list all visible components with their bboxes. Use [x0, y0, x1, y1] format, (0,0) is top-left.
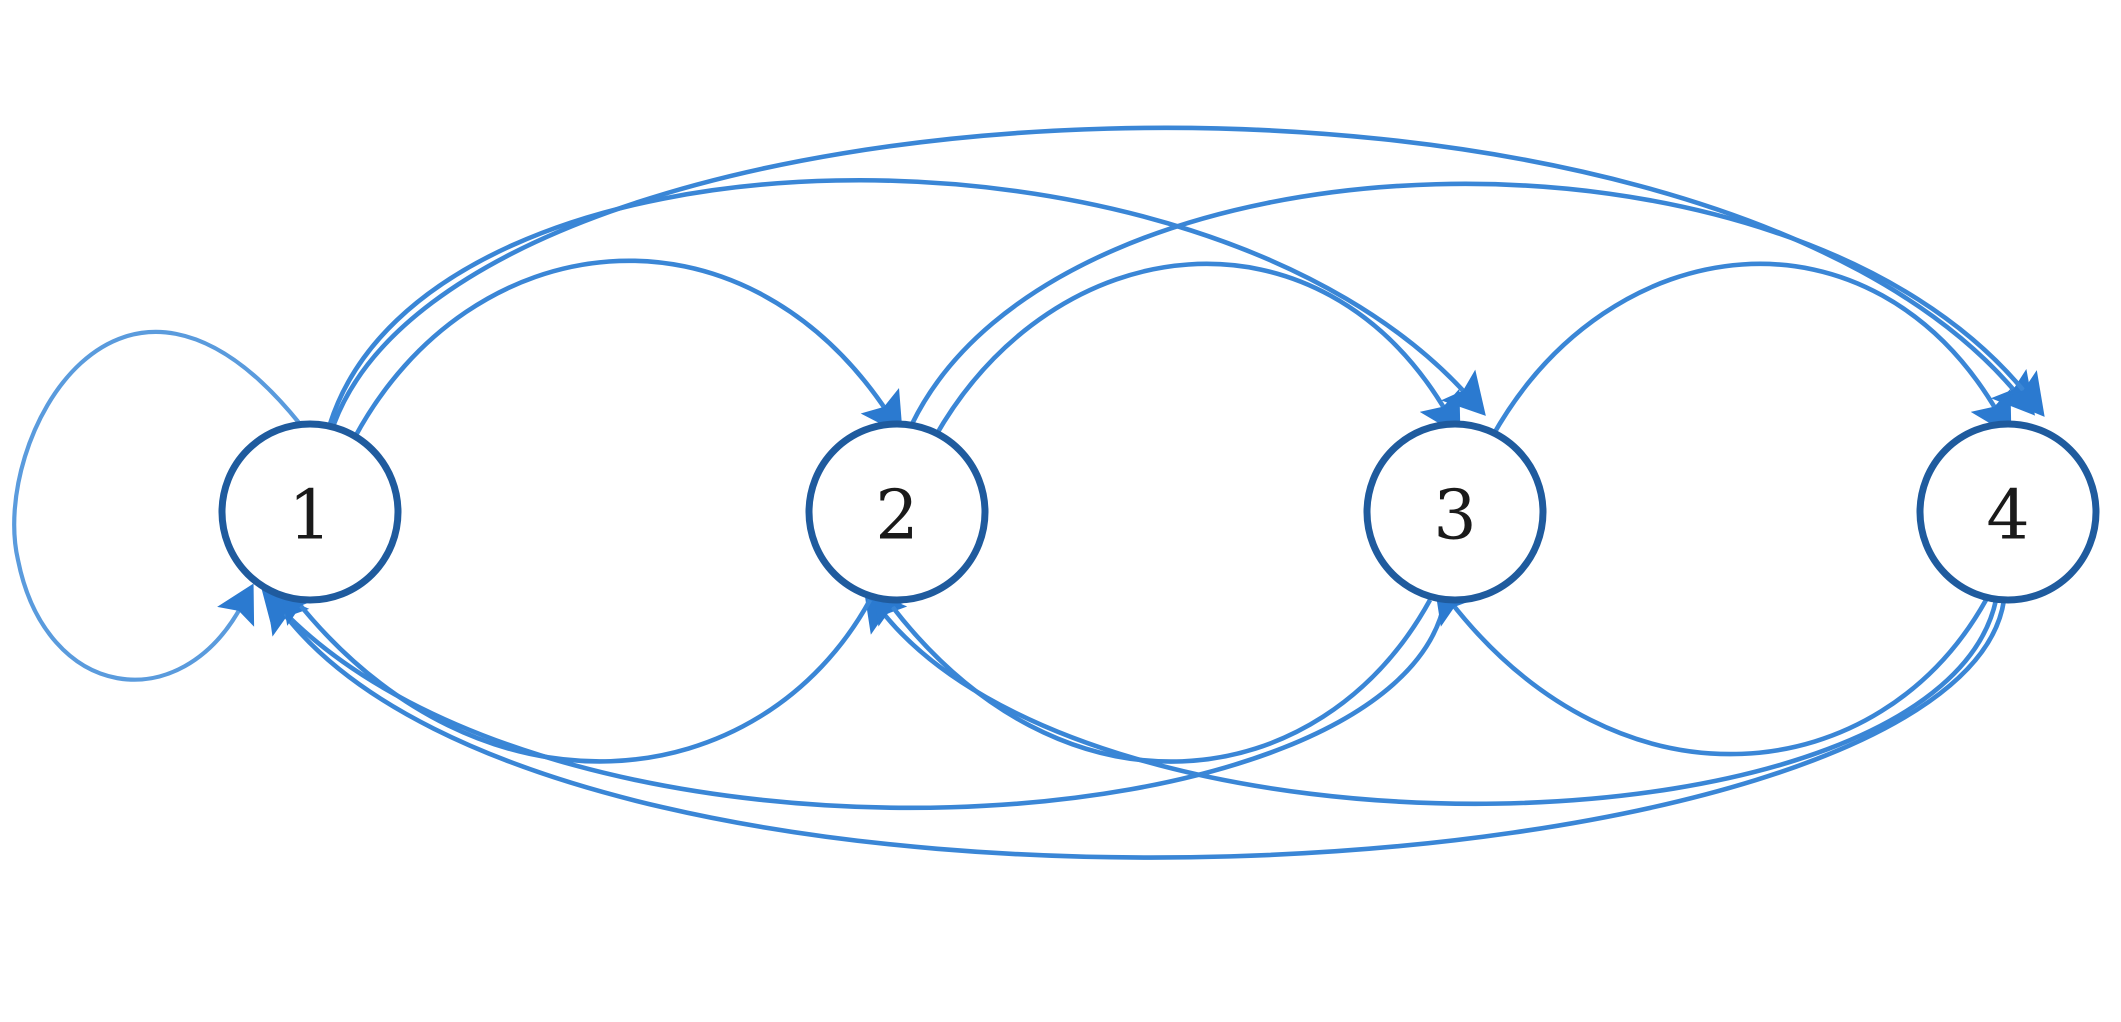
node-1[interactable]: 1: [218, 420, 402, 604]
edge-2-to-4[interactable]: [909, 181, 2045, 426]
edge-1-to-1-self-loop[interactable]: [12, 329, 302, 682]
node-2-circle[interactable]: [805, 420, 989, 604]
node-1-circle[interactable]: [218, 420, 402, 604]
node-4-label: 4: [1986, 477, 2029, 556]
edge-3-to-4[interactable]: [1489, 261, 2012, 439]
edges-bottom-group: [261, 579, 2007, 860]
edge-1-to-3[interactable]: [327, 177, 1486, 425]
node-2[interactable]: 2: [805, 420, 989, 604]
edge-4-to-2[interactable]: [863, 587, 1999, 807]
edge-1-to-4[interactable]: [331, 125, 2036, 425]
edge-2-to-1[interactable]: [279, 579, 873, 764]
edges-self-loop-group: [12, 329, 302, 682]
node-4[interactable]: 4: [1916, 420, 2100, 604]
edge-4-to-3[interactable]: [1433, 579, 1989, 757]
node-3-circle[interactable]: [1363, 420, 1547, 604]
node-3[interactable]: 3: [1363, 420, 1547, 604]
node-3-label: 3: [1433, 477, 1476, 556]
edge-2-to-3[interactable]: [933, 261, 1461, 439]
node-4-circle[interactable]: [1916, 420, 2100, 604]
edges-top-group: [327, 125, 2045, 439]
edge-3-to-2[interactable]: [871, 579, 1433, 764]
edge-3-to-1[interactable]: [261, 588, 1448, 811]
edge-1-to-2[interactable]: [352, 258, 903, 439]
node-1-label: 1: [288, 477, 331, 556]
node-2-label: 2: [875, 477, 918, 556]
nodes-group: 1 2 3 4: [218, 420, 2100, 604]
edge-4-to-1[interactable]: [265, 589, 2007, 860]
